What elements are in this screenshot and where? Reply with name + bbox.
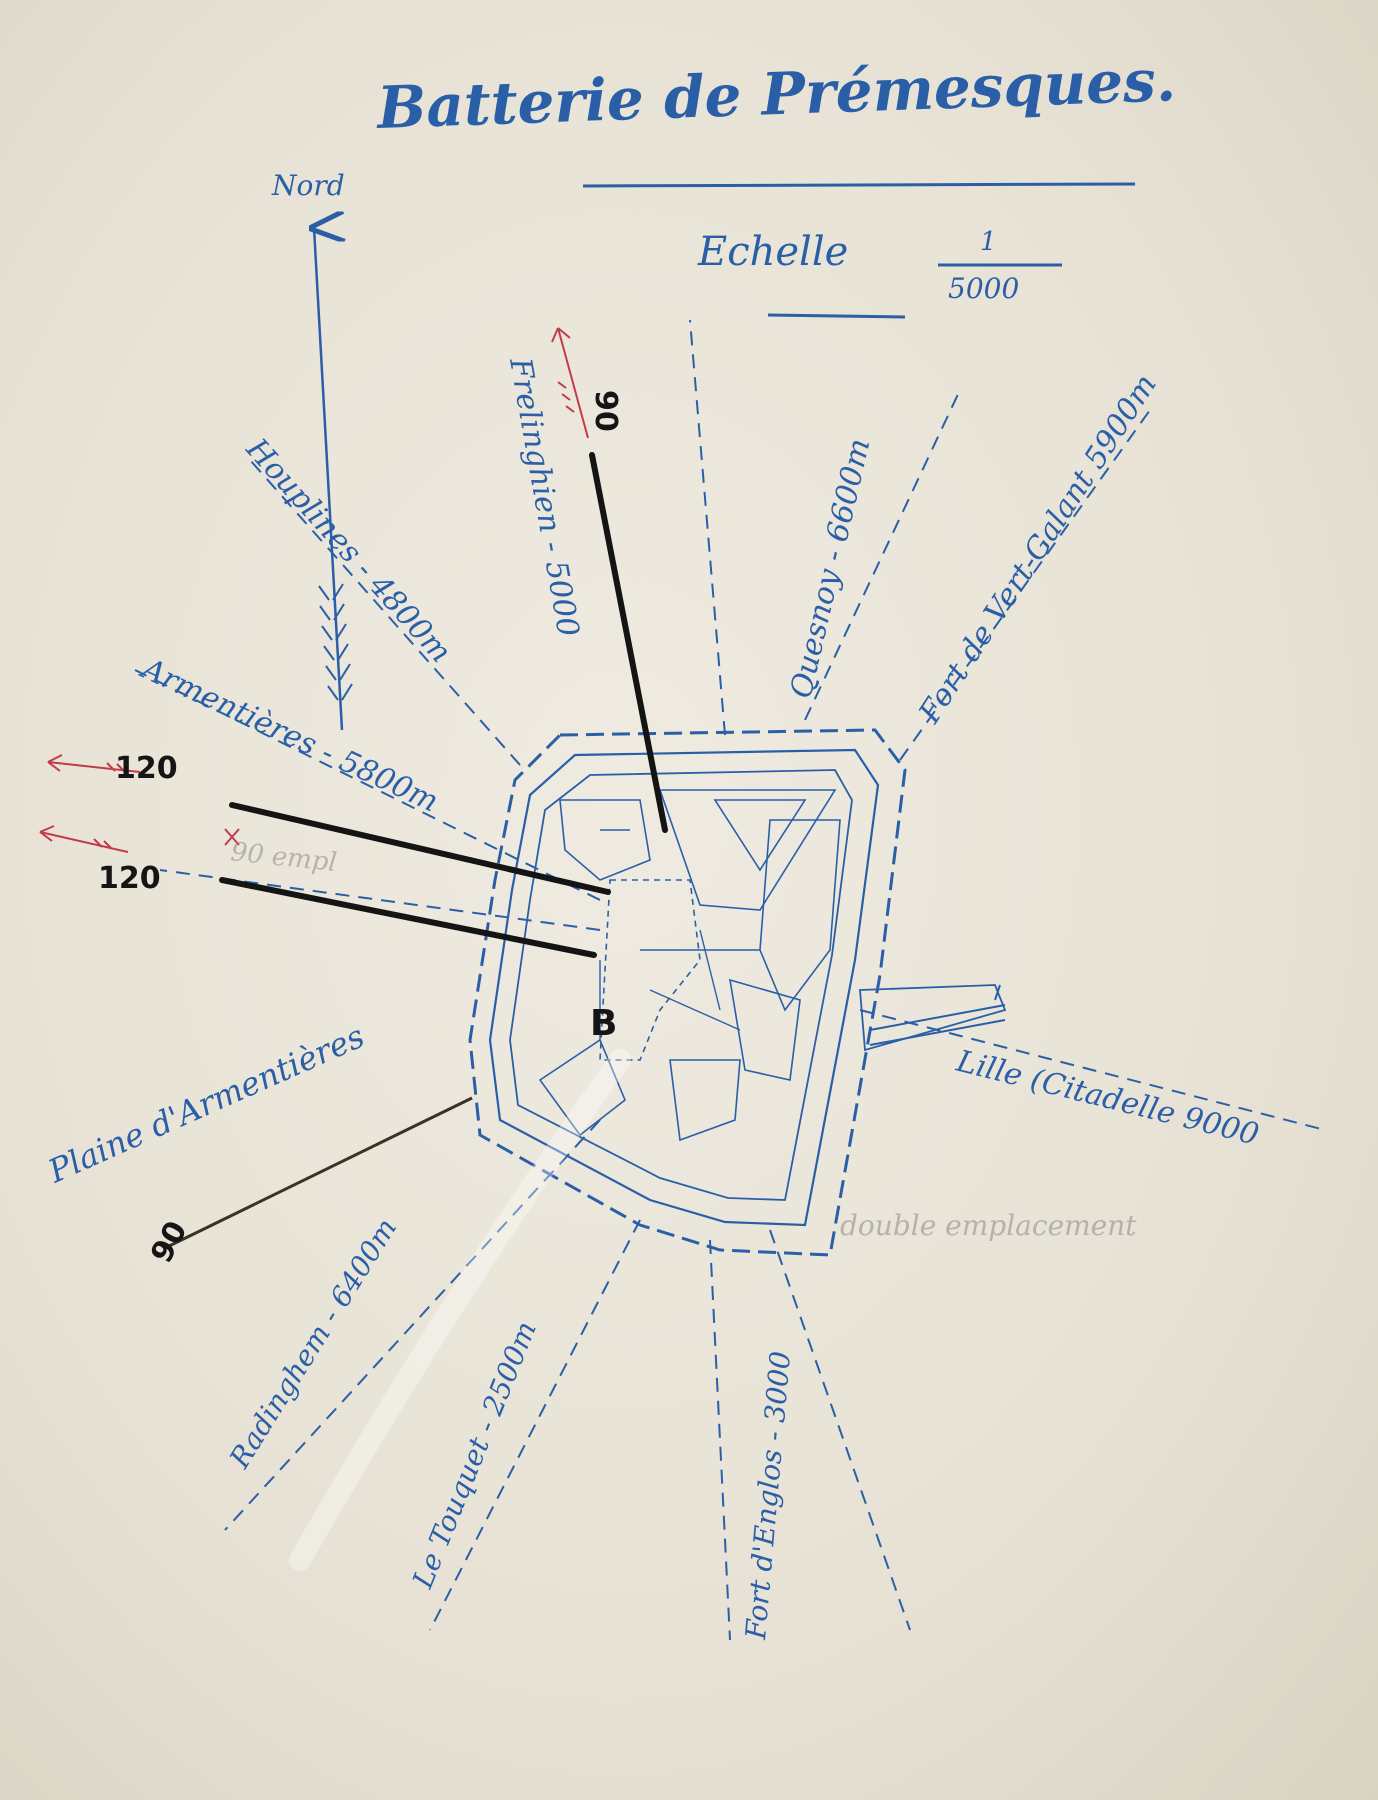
gun-line-90	[589, 452, 668, 833]
pencil-note-90-empl: 90 empl	[229, 837, 338, 878]
target-frelinghien: Frelinghien - 5000	[502, 354, 586, 639]
scale-numerator: 1	[980, 227, 997, 257]
battery-mark: B	[590, 1003, 617, 1044]
red-arrows	[39, 327, 589, 853]
target-houplines: Houplines - 4800m	[238, 431, 458, 670]
target-plaine-armentieres: Plaine d'Armentières	[42, 1017, 370, 1191]
gun-label-90-lower: 90	[144, 1215, 195, 1268]
scale-denominator: 5000	[948, 272, 1019, 305]
map-title: Batterie de Prémesques.	[374, 46, 1177, 142]
gun-label-120-upper: 120	[115, 751, 178, 786]
target-armentieres: Armentières - 5800m	[134, 650, 444, 819]
target-fort-vert-galant: Fort de Vert-Galant 5900m	[912, 368, 1164, 730]
gun-label-120-lower: 120	[98, 861, 161, 896]
scale-label: Echelle	[697, 229, 848, 275]
target-fort-englos: Fort d'Englos - 3000	[739, 1350, 797, 1642]
gun-line-90-lower	[164, 1096, 473, 1250]
gun-line-120-lower	[219, 877, 597, 958]
target-quesnoy: Quesnoy - 6600m	[784, 435, 878, 701]
gun-label-90: 90	[588, 390, 623, 432]
scale-block: Echelle 1 5000	[697, 227, 1062, 319]
north-arrow: Nord	[271, 169, 353, 731]
paper-wear	[289, 1049, 631, 1571]
target-lille: Lille (Citadelle 9000	[952, 1044, 1262, 1153]
gun-line-120-upper	[229, 802, 611, 895]
gun-lines	[164, 452, 668, 1250]
fort-plan	[468, 728, 1007, 1257]
target-labels: Houplines - 4800m Frelinghien - 5000 Que…	[42, 354, 1262, 1641]
scale-underline	[767, 313, 906, 319]
pencil-note-double-emplacement: double emplacement	[840, 1209, 1137, 1242]
title-underline	[582, 182, 1136, 188]
north-label: Nord	[271, 169, 345, 202]
